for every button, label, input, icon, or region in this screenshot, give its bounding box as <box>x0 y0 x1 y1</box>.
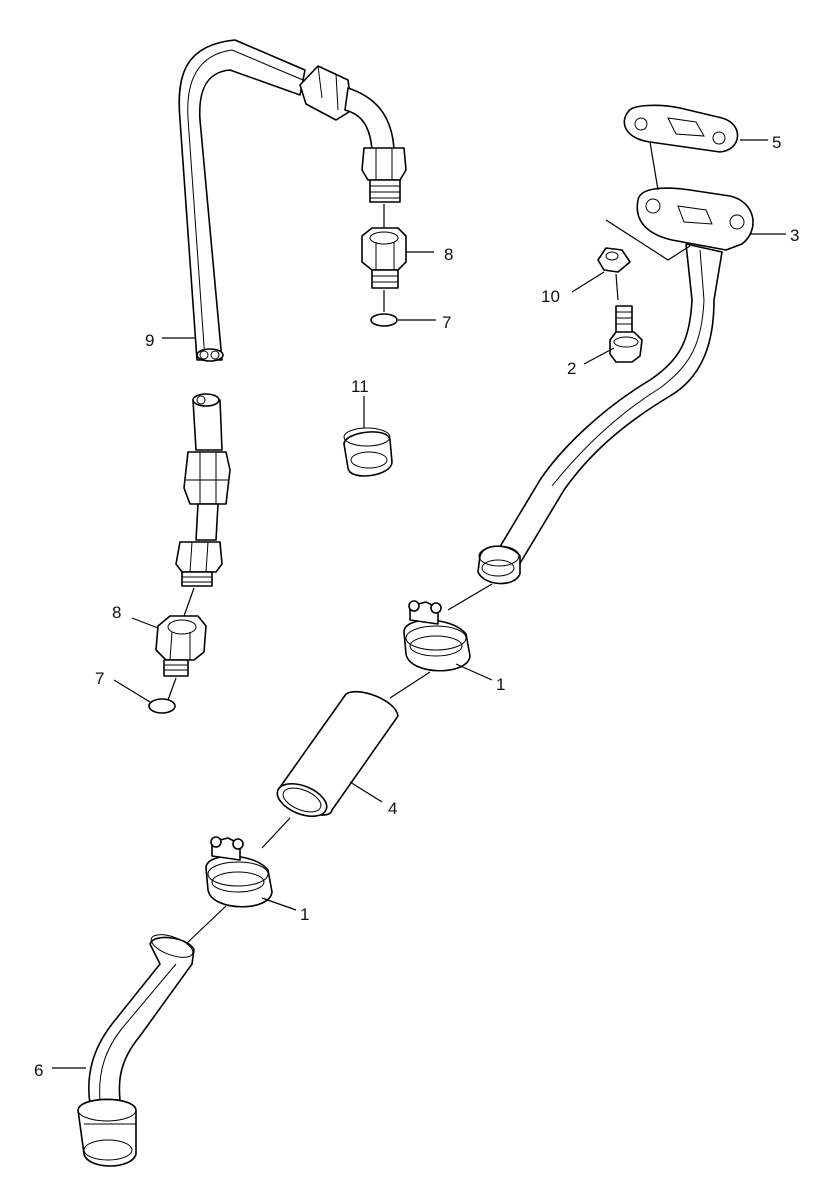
callout-label: 2 <box>567 359 576 378</box>
callout-label: 10 <box>541 287 560 306</box>
callout-label: 5 <box>772 133 781 152</box>
callout-label: 7 <box>442 313 451 332</box>
callout-label: 8 <box>444 245 453 264</box>
part-8-adapter-upper[interactable] <box>361 227 407 289</box>
part-6-elbow-pipe[interactable] <box>77 930 196 1167</box>
callout-label: 8 <box>112 603 121 622</box>
part-5-gasket[interactable] <box>623 104 739 153</box>
part-1-clamp-lower[interactable] <box>205 836 273 908</box>
part-9-pipe-lower[interactable] <box>175 393 231 587</box>
callout-label: 1 <box>300 905 309 924</box>
part-1-clamp-upper[interactable] <box>403 600 471 672</box>
part-9-pipe-upper[interactable] <box>178 39 407 362</box>
part-8-adapter-lower[interactable] <box>155 615 207 677</box>
part-10-washer[interactable] <box>597 247 631 273</box>
callout-label: 1 <box>496 675 505 694</box>
part-7-o-ring-lower[interactable] <box>148 698 176 714</box>
callout-label: 6 <box>34 1061 43 1080</box>
callout-label: 4 <box>388 799 397 818</box>
part-2-bolt[interactable] <box>609 305 643 363</box>
callout-label: 11 <box>351 377 369 396</box>
part-7-o-ring-upper[interactable] <box>370 313 398 327</box>
callout-label: 9 <box>145 331 154 350</box>
callout-label: 3 <box>790 226 799 245</box>
part-4-hose[interactable] <box>273 690 399 823</box>
callout-label: 7 <box>95 669 104 688</box>
part-11-ring[interactable] <box>343 427 393 477</box>
part-3-flange-pipe[interactable] <box>477 187 754 585</box>
